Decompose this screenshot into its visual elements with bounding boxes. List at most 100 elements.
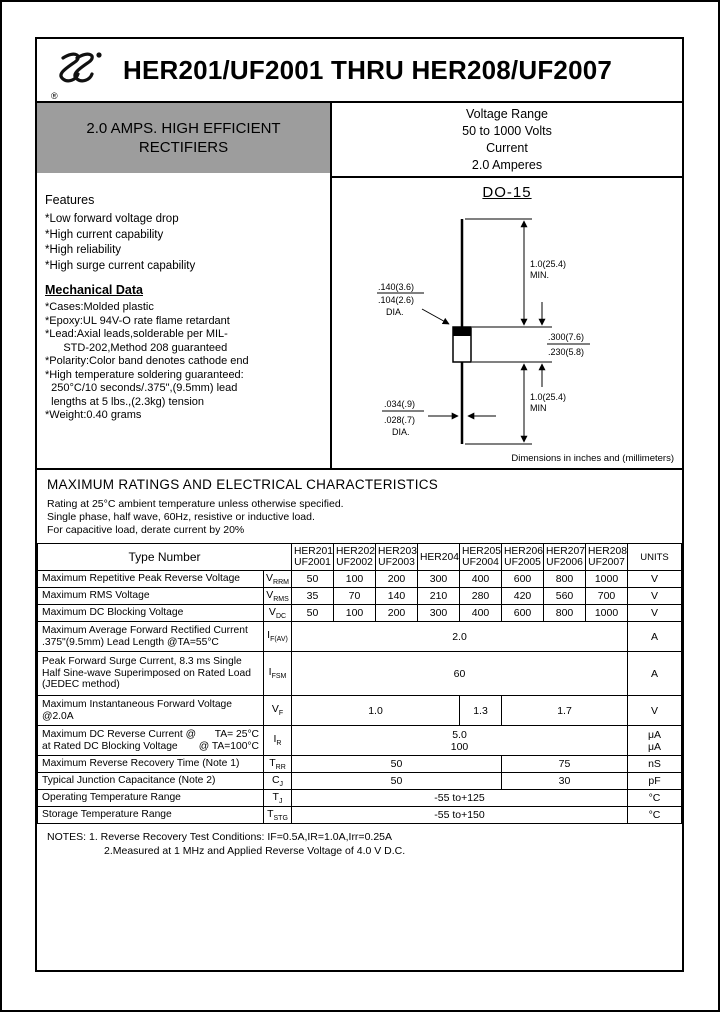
feature-item: *High current capability: [45, 228, 164, 241]
param-label: Storage Temperature Range: [37, 806, 264, 824]
symbol-cell: IF(AV): [263, 621, 292, 652]
mechanical-item: lengths at 5 lbs.,(2.3kg) tension: [45, 395, 204, 408]
symbol-cell: VRRM: [263, 570, 292, 588]
device-name: HER206: [504, 546, 543, 557]
units-header: UNITS: [627, 543, 682, 571]
value-cell: 1.0: [291, 695, 460, 726]
unit-cell: nS: [627, 755, 682, 773]
unit-cell: V: [627, 587, 682, 605]
value-cell: 560: [543, 587, 586, 605]
feature-item: *Low forward voltage drop: [45, 213, 179, 225]
param-label: Maximum DC Blocking Voltage: [37, 604, 264, 622]
param-label: Operating Temperature Range: [37, 789, 264, 807]
value-cell: -55 to+125: [291, 789, 628, 807]
table-row: Maximum Average Forward Rectified Curren…: [37, 621, 682, 652]
value-cell: 800: [543, 570, 586, 588]
param-label: Maximum Average Forward Rectified Curren…: [37, 621, 264, 652]
page-frame: ® HER201/UF2001 THRU HER208/UF2007 2.0 A…: [35, 37, 684, 972]
device-alt: UF2002: [336, 557, 373, 568]
voltage-range-box: Voltage Range 50 to 1000 Volts Current 2…: [332, 103, 682, 178]
value-cell: 800: [543, 604, 586, 622]
dim-wire-dia-min: .028(.7): [384, 415, 415, 425]
symbol-cell: CJ: [263, 772, 292, 790]
device-alt: UF2004: [462, 557, 499, 568]
ratings-intro: MAXIMUM RATINGS AND ELECTRICAL CHARACTER…: [37, 470, 682, 543]
dim-lead-bot-min: MIN: [530, 403, 547, 413]
voltage-range-label: Voltage Range: [465, 106, 548, 121]
value-cell: 280: [459, 587, 502, 605]
device-name: HER205: [462, 546, 501, 557]
value-cell: 400: [459, 604, 502, 622]
table-row: Maximum DC Blocking Voltage VDC 50 100 2…: [37, 604, 682, 622]
value-cell: 300: [417, 604, 460, 622]
unit-cell: A: [627, 651, 682, 696]
value-cell: 600: [501, 604, 544, 622]
symbol-base: I: [273, 733, 277, 746]
mechanical-heading: Mechanical Data: [45, 283, 143, 297]
mechanical-item: 250°C/10 seconds/.375",(9.5mm) lead: [45, 382, 238, 394]
table-row: Maximum DC Reverse Current @TA= 25°C at …: [37, 725, 682, 756]
ratings-line: Single phase, half wave, 60Hz, resistive…: [47, 511, 315, 523]
device-name: HER204: [420, 551, 459, 563]
table-row: Typical Junction Capacitance (Note 2) CJ…: [37, 772, 682, 790]
package-panel: DO-15: [332, 178, 682, 468]
unit-cell: V: [627, 604, 682, 622]
summary-line-1: 2.0 AMPS. HIGH EFFICIENT: [86, 120, 281, 137]
value-cell: 200: [375, 570, 418, 588]
top-section: 2.0 AMPS. HIGH EFFICIENT RECTIFIERS Feat…: [37, 103, 682, 470]
device-alt: UF2001: [294, 557, 331, 568]
device-name: HER208: [588, 546, 627, 557]
mechanical-item: *Cases:Molded plastic: [45, 301, 154, 313]
symbol-base: I: [267, 629, 271, 642]
mechanical-item: *Lead:Axial leads,solderable per MIL-: [45, 328, 228, 340]
unit-cell: V: [627, 570, 682, 588]
value-cell: 2.0: [291, 621, 628, 652]
mechanical-item: STD-202,Method 208 guaranteed: [45, 341, 228, 354]
feature-item: *High reliability: [45, 244, 122, 256]
table-row: Maximum Reverse Recovery Time (Note 1) T…: [37, 755, 682, 773]
ratings-line: Rating at 25°C ambient temperature unles…: [47, 498, 344, 510]
value-cell: 300: [417, 570, 460, 588]
symbol-sub: J: [279, 781, 284, 789]
feature-item: *High surge current capability: [45, 259, 196, 272]
table-row: Maximum Repetitive Peak Reverse Voltage …: [37, 570, 682, 588]
dim-body-len-min: .230(5.8): [548, 347, 584, 357]
mechanical-item: *High temperature soldering guaranteed:: [45, 368, 244, 381]
param-text: Maximum DC Reverse Current @: [42, 729, 197, 740]
value-cell: 50: [291, 604, 334, 622]
device-alt: UF2005: [504, 557, 541, 568]
device-alt: UF2003: [378, 557, 415, 568]
dim-wire-dia-label: DIA.: [392, 427, 410, 437]
summary-line-2: RECTIFIERS: [138, 139, 229, 156]
features-heading: Features: [45, 193, 95, 207]
mechanical-item: *Polarity:Color band denotes cathode end: [45, 355, 249, 367]
value-cell: 1000: [585, 604, 628, 622]
value-cell: 5.0 100: [291, 725, 628, 756]
unit-cell: μA μA: [627, 725, 682, 756]
symbol-sub: DC: [275, 613, 287, 621]
value-cell: 100: [333, 570, 376, 588]
param-label: Maximum Instantaneous Forward Voltage @2…: [37, 695, 264, 726]
value-cell: 30: [501, 772, 628, 790]
value-cell: 400: [459, 570, 502, 588]
device-name: HER203: [378, 546, 417, 557]
symbol-cell: TRR: [263, 755, 292, 773]
brand-logo-icon: [59, 51, 102, 82]
value-cell: 50: [291, 570, 334, 588]
mechanical-item: *Epoxy:UL 94V-O rate flame retardant: [45, 314, 230, 327]
table-row: Maximum Instantaneous Forward Voltage @2…: [37, 695, 682, 726]
symbol-base: C: [271, 773, 280, 786]
symbol-cell: TSTG: [263, 806, 292, 824]
unit-cell: V: [627, 695, 682, 726]
param-label: Peak Forward Surge Current, 8.3 ms Singl…: [37, 651, 264, 696]
symbol-cell: IFSM: [263, 651, 292, 696]
value-cell: 1.7: [501, 695, 628, 726]
symbol-sub: R: [276, 740, 282, 748]
device-name: HER207: [546, 546, 585, 557]
type-number-header: Type Number: [37, 543, 292, 571]
device-name: HER202: [336, 546, 375, 557]
notes-section: NOTES: 1. Reverse Recovery Test Conditio…: [37, 824, 682, 864]
param-condition: TA= 25°C: [214, 729, 259, 740]
note-line: NOTES: 1. Reverse Recovery Test Conditio…: [47, 831, 393, 843]
